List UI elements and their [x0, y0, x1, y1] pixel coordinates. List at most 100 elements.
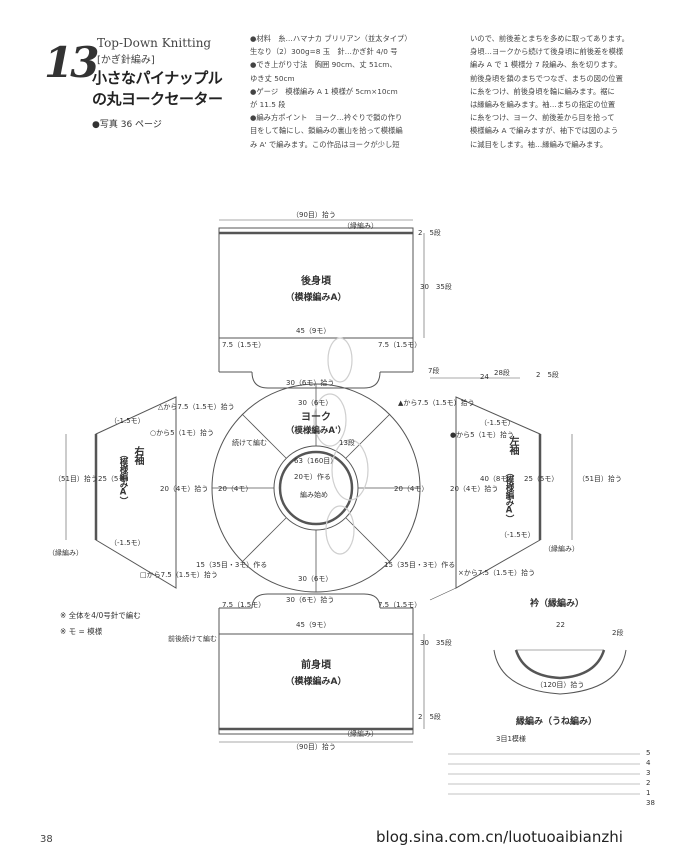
materials-line: ●ゲージ 模様編み A 1 模様が 5cm×10cm: [250, 86, 398, 96]
materials-line: ●材料 糸…ハマナカ ブリリアン（並太タイプ）: [250, 34, 412, 43]
edging-row-label: 2: [646, 779, 651, 787]
technique-label: [かぎ針編み]: [97, 55, 155, 66]
collar-width-label: 22: [556, 621, 565, 629]
front-gusset-right-label-2: 7.5（1.5モ）: [378, 601, 422, 609]
page-title-line2: の丸ヨークセーター: [92, 90, 223, 108]
page-number: 38: [40, 834, 53, 845]
back-body-pattern: （模様編みA）: [285, 293, 347, 303]
yoke-top-label: 30（6モ）: [298, 399, 333, 407]
note-needle: ※ 全体を4/0号針で編む: [60, 611, 141, 620]
front-edge-rows-label: 2 5段: [418, 713, 441, 721]
right-sleeve-bottom-label: □から7.5（1.5モ）拾う: [140, 571, 218, 579]
collar-pick-label: （120目）拾う: [536, 681, 585, 689]
materials-line: ゆき丈 50cm: [250, 73, 295, 83]
left-sleeve-length-label: 25（5モ）: [524, 475, 559, 483]
back-gusset-rows-label: 7段: [428, 367, 440, 375]
photo-reference: ●写真 36 ページ: [92, 120, 162, 130]
front-gusset-right-label: 15（35目・3モ）作る: [384, 561, 456, 569]
instructions-text: いので、前後差とまちを多めに取ってあります。 身頃…ヨークから続けて後身頃に前後…: [470, 32, 680, 151]
yoke-spokes: [212, 384, 420, 592]
instructions-line: 前後身頃を鎖のまちでつなぎ、まちの図の位置: [470, 73, 623, 83]
right-sleeve-pattern: （模様編みA）: [118, 450, 128, 504]
edging-row-label: 5: [646, 749, 651, 757]
right-sleeve-pick-label: 20（4モ）拾う: [160, 485, 209, 493]
back-gusset-left-label: 7.5（1.5モ）: [222, 341, 266, 349]
materials-text: ●材料 糸…ハマナカ ブリリアン（並太タイプ） 生なり（2）300g=8 玉 針…: [250, 32, 460, 151]
materials-line: ●でき上がり寸法 胸囲 90cm、丈 51cm、: [250, 60, 397, 70]
back-height-label: 30 35段: [420, 283, 452, 291]
right-sleeve-top-label: △から7.5（1.5モ）拾う: [158, 403, 235, 411]
left-sleeve-pattern: （模様編みA）: [504, 468, 514, 522]
instructions-line: に糸をつけ、前後身頃を輪に編みます。裾に: [470, 86, 615, 96]
right-sleeve-title: 右袖: [132, 446, 143, 464]
gusset-rows-label: 28段: [494, 369, 510, 377]
front-body-outline: [218, 633, 414, 735]
edging-chart: [448, 753, 640, 795]
back-pick-label: 30（6モ）拾う: [286, 379, 335, 387]
back-edge-rows-label: 2 5段: [418, 229, 441, 237]
back-edge-label: （縁編み）: [343, 222, 378, 230]
front-bottom-pick-label: （90目）拾う: [292, 743, 336, 751]
left-sleeve-title: 左袖: [507, 436, 518, 454]
left-sleeve-mid-label: ●から5（1モ）拾う: [450, 431, 515, 439]
pineapple-motif-icon: [313, 337, 369, 555]
gusset-side-label: 2 5段: [536, 371, 559, 379]
collar-outline: [493, 649, 627, 695]
instructions-line: いので、前後差とまちを多めに取ってあります。: [470, 34, 629, 43]
back-top-pick-label: （90目）拾う: [292, 211, 336, 219]
right-sleeve-decrease-label-2: （-1.5モ）: [110, 539, 145, 547]
series-title: Top-Down Knitting: [97, 36, 212, 50]
yoke-right-label: 20（4モ）: [394, 485, 429, 493]
back-gusset-right-label: 7.5（1.5モ）: [378, 341, 422, 349]
edging-row-label: 4: [646, 759, 651, 767]
blog-watermark: blog.sina.com.cn/luotuoaibianzhi: [376, 828, 623, 846]
instructions-line: 模様編み A で編みますが、袖下では図のよう: [470, 126, 619, 136]
collar-title: 衿（縁編み）: [530, 599, 585, 609]
yoke-left-label: 20（4モ）: [218, 485, 253, 493]
yoke-center-label-2: 20モ）作る: [294, 473, 331, 481]
left-sleeve-cuff-label: （51目）拾う: [578, 475, 622, 483]
back-body-outline: [218, 227, 414, 339]
front-edge-label: （縁編み）: [343, 730, 378, 738]
back-body-title: 後身頃: [301, 276, 331, 287]
front-gusset-left-label: 15（35目・3モ）作る: [196, 561, 268, 569]
pattern-number: 13: [44, 38, 99, 87]
front-height-label: 30 35段: [420, 639, 452, 647]
instructions-line: に糸をつけ、ヨーク、前後差から目を拾って: [470, 113, 615, 123]
left-sleeve-top-label: ▲から7.5（1.5モ）拾う: [398, 399, 475, 407]
materials-line: が 11.5 段: [250, 100, 286, 110]
left-sleeve-edge-label: （縁編み）: [544, 545, 579, 553]
yoke-continue-label: 続けて編む: [232, 439, 267, 447]
page-title-line1: 小さなパイナップル: [92, 69, 223, 87]
instructions-line: 編み A で 1 模様分 7 段編み、糸を切ります。: [470, 60, 622, 70]
instructions-line: 身頃…ヨークから続けて後身頃に前後差を模様: [470, 47, 624, 57]
materials-line: ●編み方ポイント ヨーク…衿ぐりで鎖の作り: [250, 113, 403, 123]
right-sleeve-mid-label: ○から5（1モ）拾う: [150, 429, 215, 437]
left-sleeve-bottom-label: ×から7.5（1.5モ）拾う: [458, 569, 536, 577]
right-sleeve-cuff-label: （51目）拾う: [54, 475, 98, 483]
back-width-label: 45（9モ）: [296, 327, 331, 335]
right-sleeve-edge-label: （縁編み）: [48, 549, 83, 557]
collar-rows-label: 2段: [612, 629, 624, 637]
yoke-bottom-label: 30（6モ）: [298, 575, 333, 583]
front-body-pattern: （模様編みA）: [285, 677, 347, 687]
right-sleeve-length-label: 25（5モ）: [98, 475, 133, 483]
edging-row-label: 1: [646, 789, 651, 797]
front-pick-label: 30（6モ）拾う: [286, 596, 335, 604]
edging-repeat-label: 3目1模様: [496, 735, 526, 743]
edging-start-label: 38: [646, 799, 655, 807]
yoke-start-label: 編み始め: [300, 491, 328, 499]
yoke-pattern: （模様編みA'）: [285, 426, 347, 436]
instructions-line: は縁編みを編みます。袖…まちの指定の位置: [470, 100, 616, 110]
materials-line: 生なり（2）300g=8 玉 針…かぎ針 4/0 号: [250, 47, 398, 57]
front-gusset-left-label-2: 7.5（1.5モ）: [222, 601, 266, 609]
edging-row-label: 3: [646, 769, 651, 777]
edging-title: 縁編み（うね編み）: [516, 717, 598, 727]
left-sleeve-decrease-label-2: （-1.5モ）: [500, 531, 535, 539]
right-sleeve-decrease-label: （-1.5モ）: [110, 417, 145, 425]
instructions-line: に減目をします。袖…縁編みで編みます。: [470, 139, 608, 149]
front-body-title: 前身頃: [301, 660, 331, 671]
left-sleeve-decrease-label: （-1.5モ）: [480, 419, 515, 427]
note-motif: ※ モ = 模様: [60, 627, 103, 636]
